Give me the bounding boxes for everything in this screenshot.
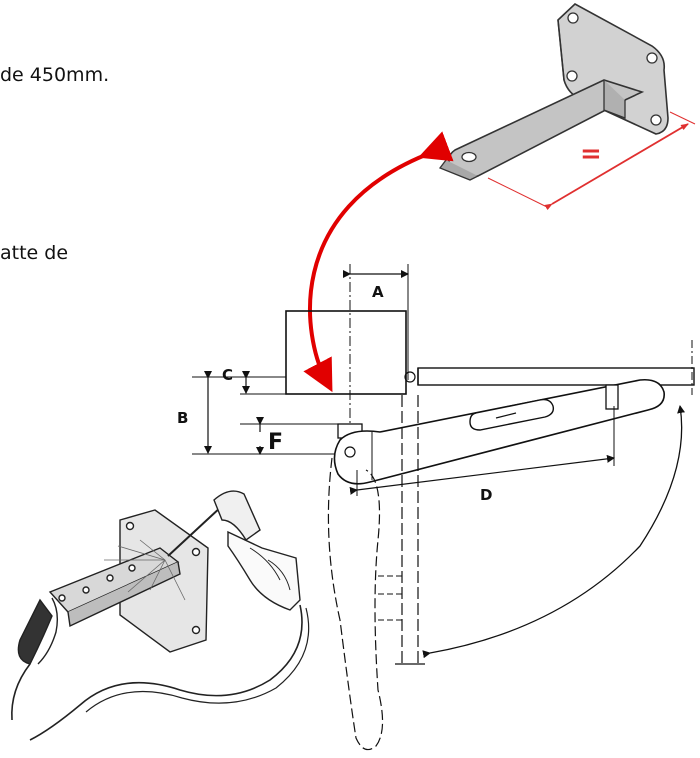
intro-text-line-2: atte de [0,242,69,264]
label-f: F [268,430,283,455]
technical-drawing [192,264,695,751]
bracket-illustration: = [438,3,696,211]
label-d: D [480,486,492,504]
pillar [285,310,407,395]
label-a: A [372,283,384,301]
intro-text-line-1: de 450mm. [0,64,110,86]
equal-length-symbol: = [580,139,602,169]
red-curved-arrow [303,131,454,393]
label-c: C [222,366,233,384]
label-b: B [177,409,188,427]
welding-illustration [11,490,310,741]
